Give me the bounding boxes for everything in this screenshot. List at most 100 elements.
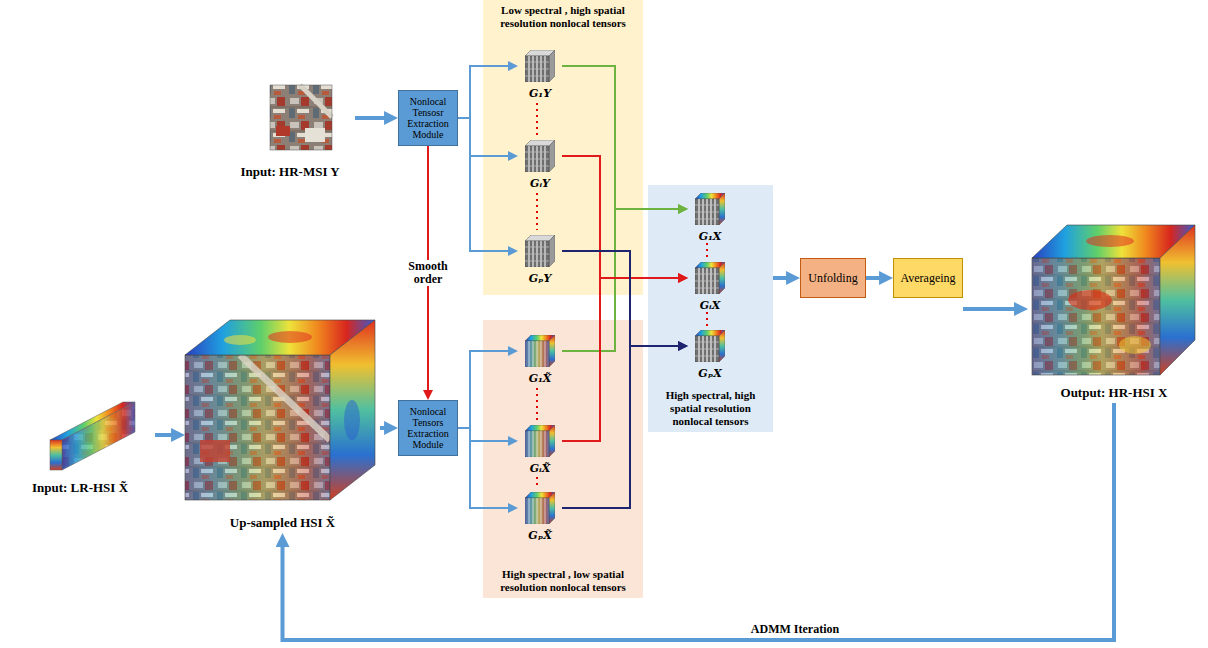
tensor-label: GᵢX — [688, 299, 732, 312]
tensor-thumb: G₁X — [688, 193, 732, 243]
tensor-thumb: GₚX — [688, 330, 732, 380]
module-box: Nonlocal Tensosr Extraction Module — [398, 90, 458, 146]
tensor-thumb: GᵢX — [688, 262, 732, 312]
input-image: Input: HR-MSI Y — [225, 80, 355, 182]
tensor-label: GₚX̃ — [518, 529, 562, 542]
connector-arrow — [773, 276, 795, 280]
panel-ground — [648, 185, 773, 432]
connector-arrow — [458, 351, 515, 428]
tensor-label: G₁X — [688, 230, 732, 243]
upsampled-hsi-cube — [240, 355, 330, 440]
tensor-label: G₁Y — [518, 87, 562, 100]
input-image: Input: LR-HSI X̃ — [5, 398, 155, 498]
ellipsis-dots — [706, 243, 708, 327]
connector-arrow — [458, 428, 515, 508]
connector-arrow — [562, 251, 685, 346]
tensor-thumb: GₚY — [518, 235, 562, 285]
connector-arrow — [283, 403, 1115, 640]
upsampled-hsi-cube — [330, 320, 375, 500]
tensor-thumbnails — [525, 50, 725, 524]
box-label: Nonlocal Tensosr Extraction Module — [402, 96, 454, 140]
box-label: Nonlocal Tensors Extraction Module — [402, 406, 454, 450]
fused-tensor-thumb — [695, 193, 725, 225]
lr-hsi-cube — [50, 402, 135, 470]
lr-hsi-cube — [62, 402, 135, 470]
upsampled-hsi-cube — [185, 355, 330, 500]
tensor-thumb: G₁Y — [518, 50, 562, 100]
fused-tensor-thumb — [695, 330, 725, 362]
lr-hsi-cube — [62, 402, 135, 470]
output-hsi-cube — [1086, 235, 1134, 247]
connector-arrow — [866, 276, 888, 280]
connector-arrow — [155, 433, 180, 437]
tensor-label: GₚX — [688, 367, 732, 380]
tensor-panel: High spectral, high spatial resolution n… — [648, 185, 773, 432]
output-hsi-cube — [1032, 258, 1160, 375]
msi-image — [276, 126, 290, 136]
ellipsis-dots — [537, 103, 707, 489]
box-label: Unfolding — [804, 271, 862, 285]
module-box: Nonlocal Tensors Extraction Module — [398, 400, 458, 456]
edge-label: Smooth order — [400, 260, 456, 286]
connector-arrow — [380, 426, 393, 430]
image-caption: Input: LR-HSI X̃ — [32, 480, 128, 495]
connector-arrow — [562, 156, 685, 278]
gray-tensor-thumb — [525, 140, 555, 172]
tensor-label: GᵢX̃ — [518, 462, 562, 475]
edge-label: ADMM Iteration — [749, 623, 841, 636]
msi-image — [270, 85, 332, 150]
upsampled-hsi-cube — [185, 320, 375, 500]
connector-arrow — [562, 66, 685, 209]
image-caption: Output: HR-HSI X — [1061, 385, 1168, 400]
process-box: Unfolding — [800, 258, 866, 298]
tensor-label: GₚY — [518, 272, 562, 285]
panel-ground — [483, 320, 643, 598]
fused-tensor-thumb — [695, 262, 725, 294]
panel-caption: High spectral , low spatial resolution n… — [487, 568, 639, 594]
panel-caption: Low spectral , high spatial resolution n… — [487, 4, 639, 30]
connector-arrow — [562, 209, 685, 351]
output-hsi-cube — [1032, 258, 1160, 375]
connector-arrow — [458, 118, 515, 156]
box-label: Averageing — [897, 271, 959, 285]
blurred-tensor-thumb — [525, 425, 555, 457]
msi-image — [300, 85, 332, 117]
image-caption: Input: HR-MSI Y — [240, 164, 339, 179]
tensor-label: G₁X̃ — [518, 372, 562, 385]
connector-arrow — [458, 428, 515, 441]
tensor-thumb: GᵢX̃ — [518, 425, 562, 475]
upsampled-hsi-cube — [200, 440, 230, 462]
upsampled-hsi-cube — [268, 331, 312, 343]
upsampled-hsi-cube — [224, 335, 256, 345]
tensor-label: GᵢY — [518, 177, 562, 190]
ellipsis-dots — [536, 103, 538, 230]
tensor-thumb: G₁X̃ — [518, 335, 562, 385]
gray-tensor-thumb — [525, 50, 555, 82]
hsi-cube: Up-sampled HSI X̃ — [185, 315, 380, 533]
upsampled-hsi-cube — [185, 355, 330, 500]
upsampled-hsi-cube — [185, 355, 330, 500]
msi-image — [270, 85, 332, 150]
connector-arrow — [458, 118, 515, 251]
upsampled-hsi-cube — [344, 400, 360, 440]
msi-image — [305, 128, 325, 142]
gray-tensor-thumb — [525, 235, 555, 267]
connector-arrow — [562, 278, 685, 441]
connector-arrow — [458, 66, 515, 118]
tensor-panel: Low spectral , high spatial resolution n… — [483, 0, 643, 295]
tensor-thumb: GᵢY — [518, 140, 562, 190]
connector-group — [155, 66, 1114, 640]
process-box: Averageing — [893, 258, 963, 298]
tensor-panel: High spectral , low spatial resolution n… — [483, 320, 643, 598]
msi-image — [270, 85, 332, 150]
blurred-tensor-thumb — [525, 492, 555, 524]
image-caption: Up-sampled HSI X̃ — [230, 515, 335, 530]
connector-arrow — [963, 307, 1023, 311]
output-image: Output: HR-HSI X — [1028, 215, 1200, 403]
lr-hsi-cube — [50, 440, 62, 470]
